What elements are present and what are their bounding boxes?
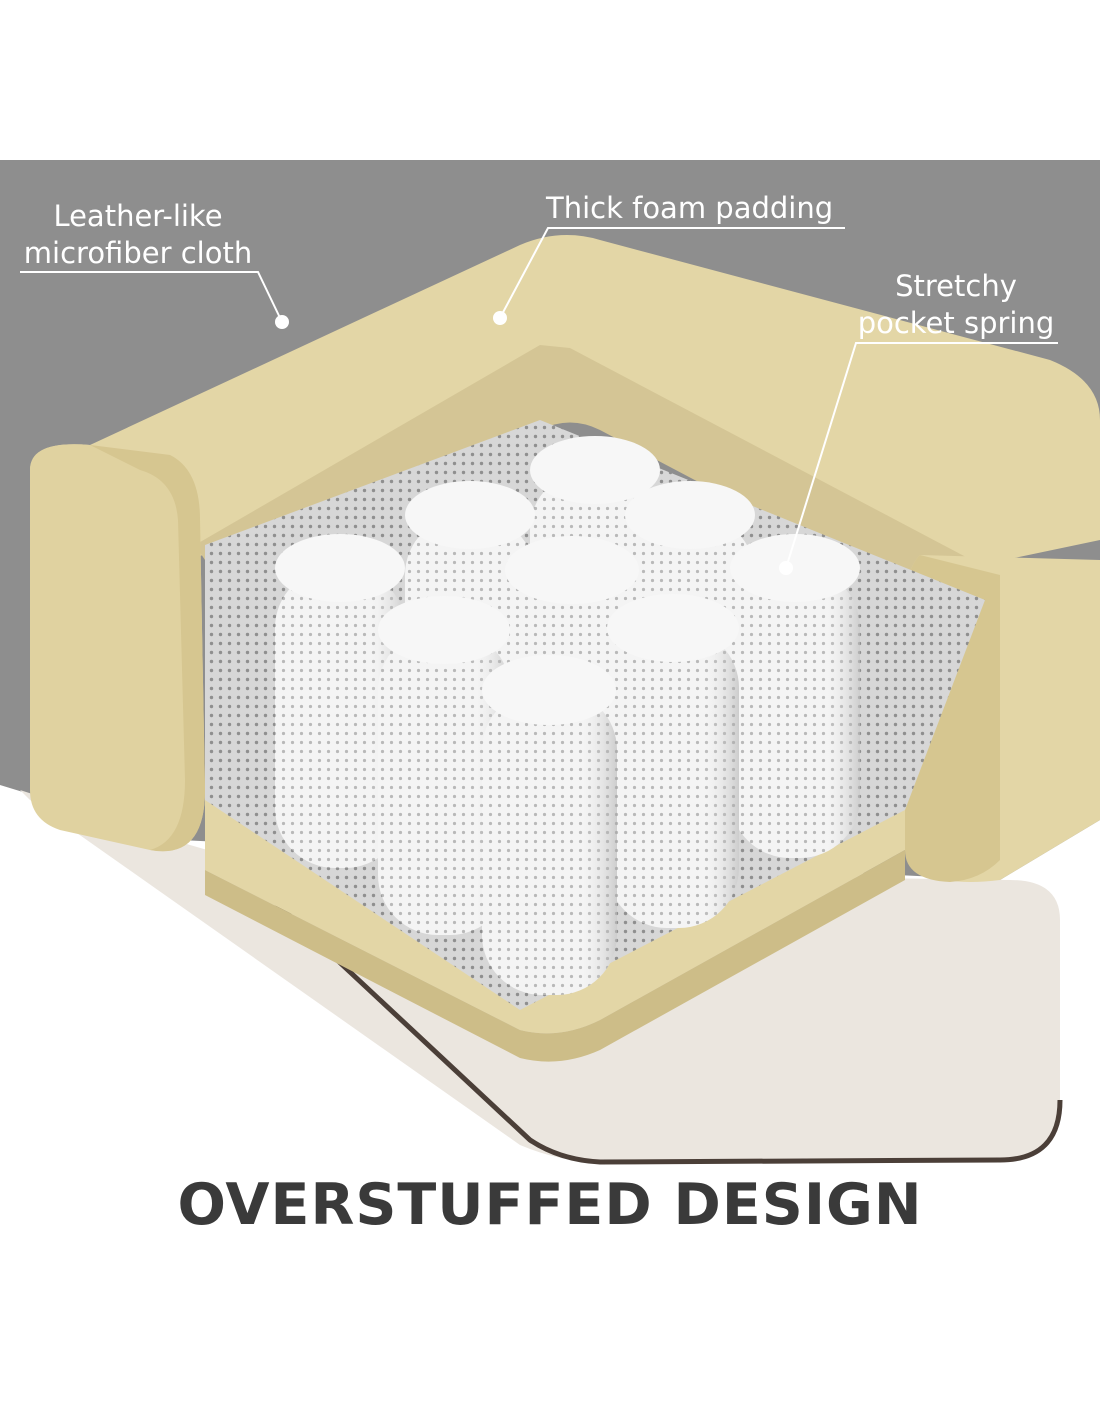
pocket-springs xyxy=(275,436,860,995)
label-leather-like-microfiber: Leather-like microfiber cloth xyxy=(18,198,258,272)
label-leather-line1: Leather-like xyxy=(53,199,223,233)
label-spring-line2: pocket spring xyxy=(857,306,1055,340)
pocket-spring xyxy=(607,594,739,928)
foam-floor-front xyxy=(205,850,905,1062)
label-spring-line1: Stretchy xyxy=(895,269,1017,303)
callout-marker-icon xyxy=(493,311,507,325)
label-stretchy-pocket-spring: Stretchy pocket spring xyxy=(854,268,1058,342)
callout-spring xyxy=(779,342,1058,575)
foam-left xyxy=(30,444,205,852)
headline: OVERSTUFFED DESIGN xyxy=(177,1172,923,1238)
pocket-spring xyxy=(378,596,510,935)
foam-top xyxy=(30,235,1100,700)
label-leather-line2: microfiber cloth xyxy=(23,236,253,270)
callout-marker-icon xyxy=(779,561,793,575)
callout-foam xyxy=(493,227,845,325)
pocket-spring xyxy=(482,655,617,995)
callout-leather xyxy=(20,271,289,329)
callout-marker-icon xyxy=(275,315,289,329)
label-thick-foam-padding: Thick foam padding xyxy=(546,191,834,225)
pocket-spring xyxy=(275,534,405,868)
foam-left-face xyxy=(90,445,205,852)
pocket-spring xyxy=(730,534,860,858)
base-fabric-edge xyxy=(228,858,1063,1165)
